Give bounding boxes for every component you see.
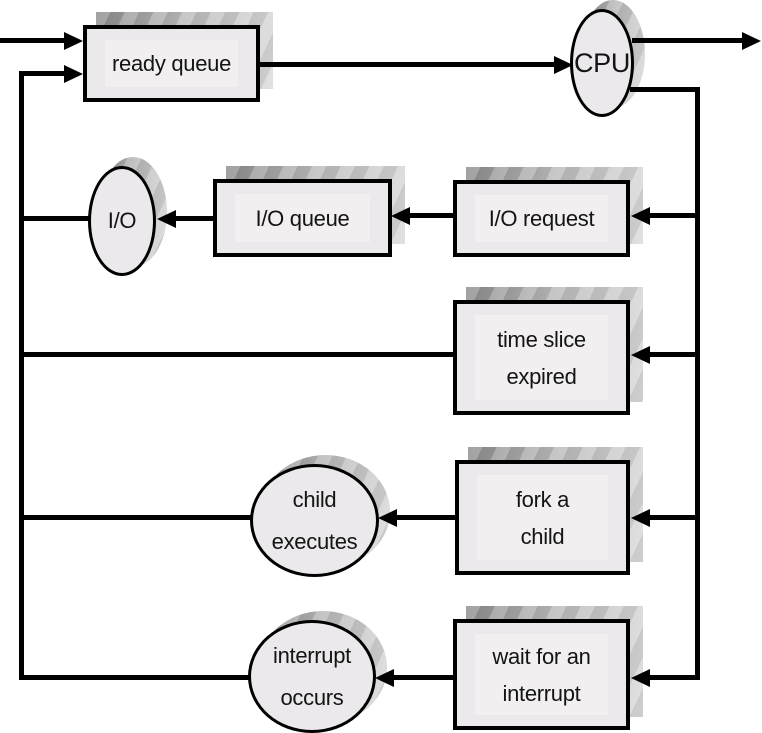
arrowhead-into-interrupt-occurs [375, 669, 394, 687]
arrowhead-into-wait [631, 669, 650, 687]
wait-for-interrupt-label: wait for an interrupt [492, 643, 591, 706]
node-io-queue: I/O queue [213, 179, 392, 257]
edge-time-slice-to-left-rail [19, 352, 455, 357]
edge-io-queue-to-io [176, 216, 215, 221]
edge-right-rail [695, 87, 700, 680]
edge-wait-to-interrupt-occurs [394, 675, 455, 680]
edge-ready-to-cpu [258, 62, 558, 67]
fork-child-inner-panel [477, 475, 608, 560]
cpu-label: CPU [573, 48, 631, 78]
edge-child-executes-to-left-rail [19, 515, 252, 520]
child-executes-label: child executes [271, 486, 358, 554]
ready-queue-inner-panel [105, 40, 238, 87]
arrowhead-into-io-queue [391, 207, 410, 225]
arrowhead-into-child-executes [378, 509, 397, 527]
fork-a-child-label: fork a child [515, 486, 570, 549]
io-label: I/O [107, 208, 137, 233]
arrowhead-feedback-return [64, 65, 83, 83]
io-queue-label: I/O queue [255, 205, 350, 231]
node-child-executes: child executes [250, 464, 379, 577]
io-request-inner-panel [475, 195, 608, 242]
node-fork-a-child: fork a child [455, 460, 630, 575]
edge-cpu-exit [632, 38, 744, 43]
wait-interrupt-inner-panel [475, 634, 608, 715]
edge-cpu-to-rail [630, 87, 700, 92]
arrowhead-entry [64, 32, 83, 50]
arrowhead-into-io [157, 210, 176, 228]
ready-queue-label: ready queue [111, 51, 232, 76]
edge-entry-line [0, 38, 66, 43]
edge-rail-to-fork [650, 515, 697, 520]
arrowhead-into-time-slice [631, 346, 650, 364]
edge-fork-to-child-executes [397, 515, 457, 520]
node-io: I/O [88, 166, 156, 276]
time-slice-inner-panel [475, 315, 608, 400]
node-interrupt-occurs: interrupt occurs [248, 620, 376, 733]
edge-rail-to-time-slice [650, 352, 697, 357]
edge-interrupt-occurs-to-left-rail [19, 675, 250, 680]
arrowhead-into-io-request [631, 207, 650, 225]
node-cpu: CPU [570, 9, 634, 117]
edge-rail-to-io-request [650, 213, 697, 218]
io-request-label: I/O request [488, 206, 595, 231]
time-slice-expired-label: time slice expired [497, 326, 586, 389]
node-time-slice-expired: time slice expired [453, 300, 630, 415]
node-wait-for-interrupt: wait for an interrupt [453, 619, 630, 730]
edge-io-to-left-rail [19, 216, 91, 221]
arrowhead-into-cpu [554, 56, 573, 74]
edge-io-request-to-io-queue [410, 213, 455, 218]
arrowhead-into-fork [631, 509, 650, 527]
node-ready-queue: ready queue [83, 25, 260, 102]
io-queue-inner-panel [235, 194, 370, 242]
edge-left-rail [19, 71, 24, 680]
arrowhead-cpu-exit [742, 32, 761, 50]
interrupt-occurs-label: interrupt occurs [272, 642, 351, 710]
edge-rail-to-wait [650, 675, 697, 680]
node-io-request: I/O request [453, 180, 630, 257]
edge-feedback-return-line [19, 71, 66, 76]
